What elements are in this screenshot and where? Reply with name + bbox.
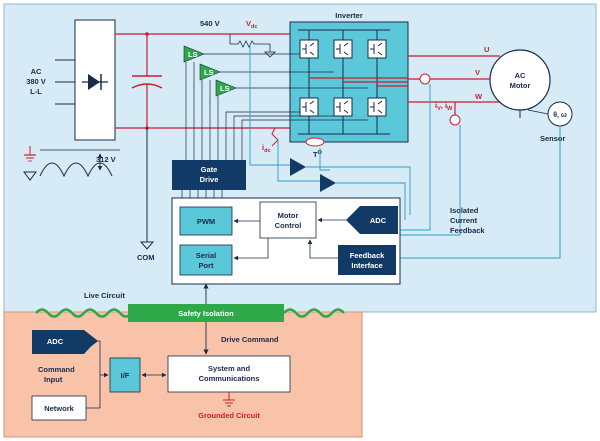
motor-label-1: AC xyxy=(515,71,526,80)
command-input-1: Command xyxy=(38,365,75,374)
command-input-2: Input xyxy=(44,375,63,384)
thermistor-icon xyxy=(305,137,325,147)
serial-port-block[interactable] xyxy=(179,244,233,276)
ac-motor xyxy=(489,49,551,111)
command-adc-label: ADC xyxy=(47,337,64,346)
network-label: Network xyxy=(44,404,74,413)
sensor-label: Sensor xyxy=(540,134,566,143)
adc-block[interactable] xyxy=(346,206,398,234)
chassis-ground-icon xyxy=(23,171,37,181)
iv-iw-label: iV, iW xyxy=(435,101,453,112)
if-label: I/F xyxy=(121,371,130,380)
motor-control-label-2: Control xyxy=(275,221,302,230)
vdc-label: Vdc xyxy=(246,19,257,30)
command-wires xyxy=(86,340,167,409)
sensor-symbol: θ, ω xyxy=(553,112,567,119)
feedback-interface-block[interactable] xyxy=(338,245,396,275)
isolated-feedback-1: Isolated xyxy=(450,206,479,215)
gate-drive-block xyxy=(172,160,246,190)
motor-control-block[interactable] xyxy=(259,201,317,239)
safety-isolation-label: Safety Isolation xyxy=(178,309,234,318)
dc-link-capacitor xyxy=(131,34,163,128)
feedback-label-1: Feedback xyxy=(350,251,385,260)
igbt-switches xyxy=(298,29,390,135)
gate-drive-wires xyxy=(185,53,368,160)
svg-text:LS: LS xyxy=(204,68,214,77)
system-comm-label-2: Communications xyxy=(199,374,260,383)
com-label: COM xyxy=(137,253,155,262)
live-circuit-label: Live Circuit xyxy=(84,291,125,300)
gate-drive-label-1: Gate xyxy=(201,165,218,174)
inverter-label: Inverter xyxy=(335,11,363,20)
sense-wires xyxy=(249,44,461,236)
sensor-feedback-wire xyxy=(400,126,561,259)
drive-command-label: Drive Command xyxy=(221,335,279,344)
ripple-voltage: 312 V xyxy=(96,155,116,164)
if-block[interactable] xyxy=(109,357,141,393)
supply-label-1: AC xyxy=(31,67,42,76)
feedback-label-2: Interface xyxy=(351,261,382,270)
supply-label-3: L-L xyxy=(30,87,42,96)
gate-drive-label-2: Drive xyxy=(200,175,219,184)
grounded-circuit-label: Grounded Circuit xyxy=(198,411,260,420)
dc-bus-voltage: 540 V xyxy=(200,19,220,28)
serial-port-label-1: Serial xyxy=(196,251,216,260)
phase-u-line xyxy=(309,55,500,79)
com-ground-icon xyxy=(139,241,155,250)
grounded-ground-icon xyxy=(223,392,235,407)
diode-icon xyxy=(82,74,108,90)
isolated-feedback-3: Feedback xyxy=(450,226,485,235)
isolation-wave-right xyxy=(283,308,345,318)
earth-ground-icon xyxy=(24,146,36,162)
pwm-label: PWM xyxy=(197,217,215,226)
motor-control-label-1: Motor xyxy=(278,211,299,220)
sense-amplifier-1 xyxy=(290,158,306,176)
supply-label-2: 380 V xyxy=(26,77,46,86)
phase-w-label: W xyxy=(475,92,483,101)
svg-text:LS: LS xyxy=(220,84,230,93)
motor-label-2: Motor xyxy=(510,81,531,90)
pwm-block[interactable] xyxy=(179,206,233,236)
safety-isolation-bar xyxy=(128,304,284,322)
current-sensor-w xyxy=(449,114,461,126)
isolation-wave-left xyxy=(35,308,145,318)
isolated-feedback-2: Current xyxy=(450,216,478,225)
idc-label: idc xyxy=(262,143,271,154)
controller-arrows xyxy=(233,217,346,261)
sense-amplifier-2 xyxy=(320,174,336,192)
current-sensor-v xyxy=(419,73,431,85)
vdc-sense-resistor xyxy=(229,34,276,58)
dc-shunt xyxy=(271,127,279,147)
level-shifter-2: LS xyxy=(199,63,221,81)
phase-u-label: U xyxy=(484,45,489,54)
phase-v-label: V xyxy=(475,68,480,77)
level-shifter-1: LS xyxy=(183,45,205,63)
phase-w-line xyxy=(377,85,500,103)
serial-port-label-2: Port xyxy=(199,261,215,270)
svg-text:LS: LS xyxy=(188,50,198,59)
adc-label: ADC xyxy=(370,216,387,225)
system-comm-label-1: System and xyxy=(208,364,251,373)
level-shifter-3: LS xyxy=(215,79,237,97)
